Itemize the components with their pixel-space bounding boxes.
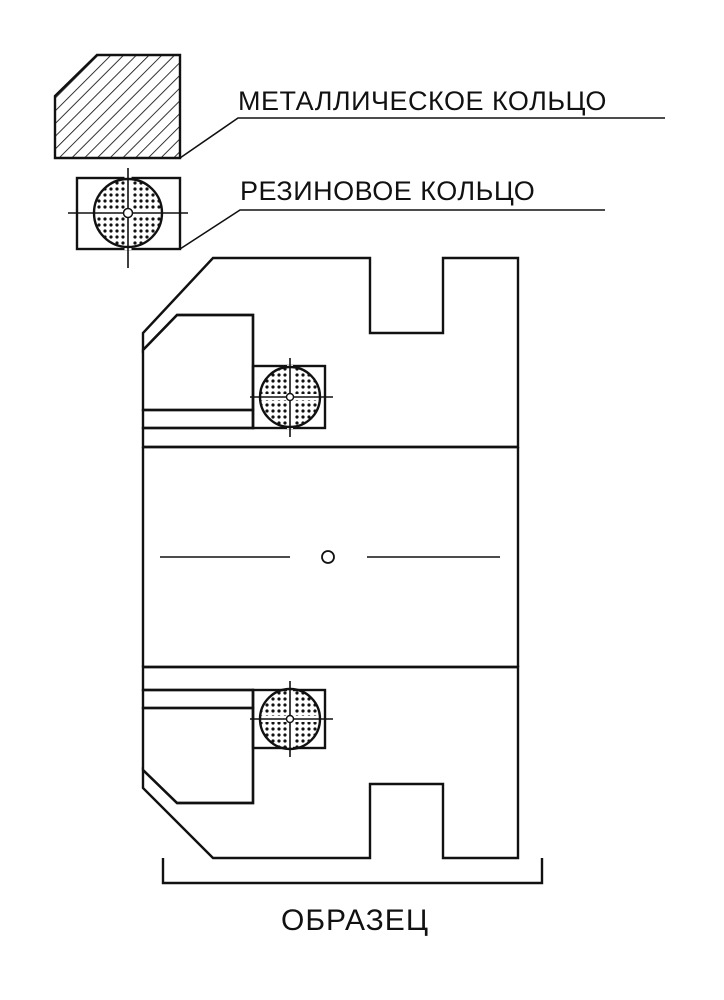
metal-ring-lower: [141, 706, 255, 805]
rubber-ring-upper: [250, 358, 333, 437]
metal-ring-legend-label: МЕТАЛЛИЧЕСКОЕ КОЛЬЦО: [238, 86, 607, 116]
rubber-ring-legend-swatch: [68, 168, 188, 268]
specimen-bracket: ОБРАЗЕЦ: [161, 858, 544, 937]
cross-section: [141, 256, 520, 860]
specimen-lower-wall: [141, 665, 520, 860]
specimen-upper-wall: [141, 256, 520, 449]
rubber-ring-leader-line: [179, 209, 605, 250]
metal-ring-lower-band: [141, 688, 255, 710]
rubber-ring-legend-label: РЕЗИНОВОЕ КОЛЬЦО: [240, 176, 535, 206]
metal-ring-leader-line: [179, 117, 665, 159]
metal-ring-legend-swatch: [53, 53, 182, 160]
specimen-bracket-label: ОБРАЗЕЦ: [281, 904, 429, 937]
rubber-ring-lower: [250, 681, 333, 757]
axis-centerline: [160, 550, 500, 564]
metal-ring-upper: [141, 313, 255, 412]
metal-ring-upper-band: [141, 408, 255, 430]
legend: МЕТАЛЛИЧЕСКОЕ КОЛЬЦО РЕЗИНОВОЕ КОЛЬЦО: [53, 53, 665, 268]
